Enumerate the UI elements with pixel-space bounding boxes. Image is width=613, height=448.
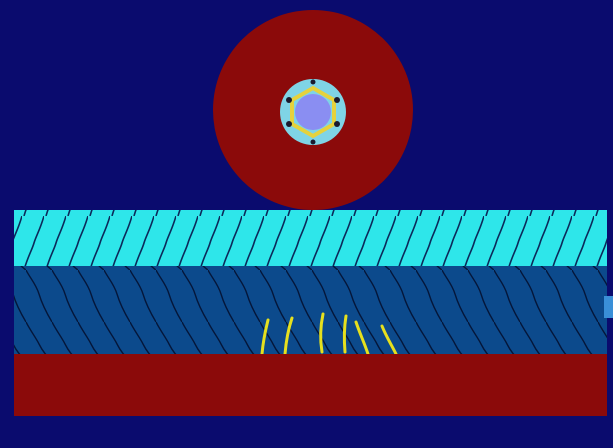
hub-bolt bbox=[311, 140, 316, 145]
hex-bolt-hub-icon bbox=[280, 79, 346, 145]
hub-bolt bbox=[334, 97, 340, 103]
hub-bolt bbox=[311, 80, 316, 85]
hub-bolt bbox=[286, 97, 292, 103]
right-edge-marker bbox=[604, 296, 613, 318]
hub-bolt bbox=[334, 121, 340, 127]
bottom-layer bbox=[14, 354, 607, 416]
middle-layer-hatching bbox=[14, 266, 607, 354]
middle-layer bbox=[14, 266, 607, 354]
top-layer-hatching bbox=[14, 210, 607, 266]
hub-core bbox=[295, 94, 331, 130]
crack-line bbox=[344, 316, 346, 352]
top-layer bbox=[14, 210, 607, 266]
hub-bolt bbox=[286, 121, 292, 127]
bottom-layer-fill bbox=[14, 354, 607, 416]
